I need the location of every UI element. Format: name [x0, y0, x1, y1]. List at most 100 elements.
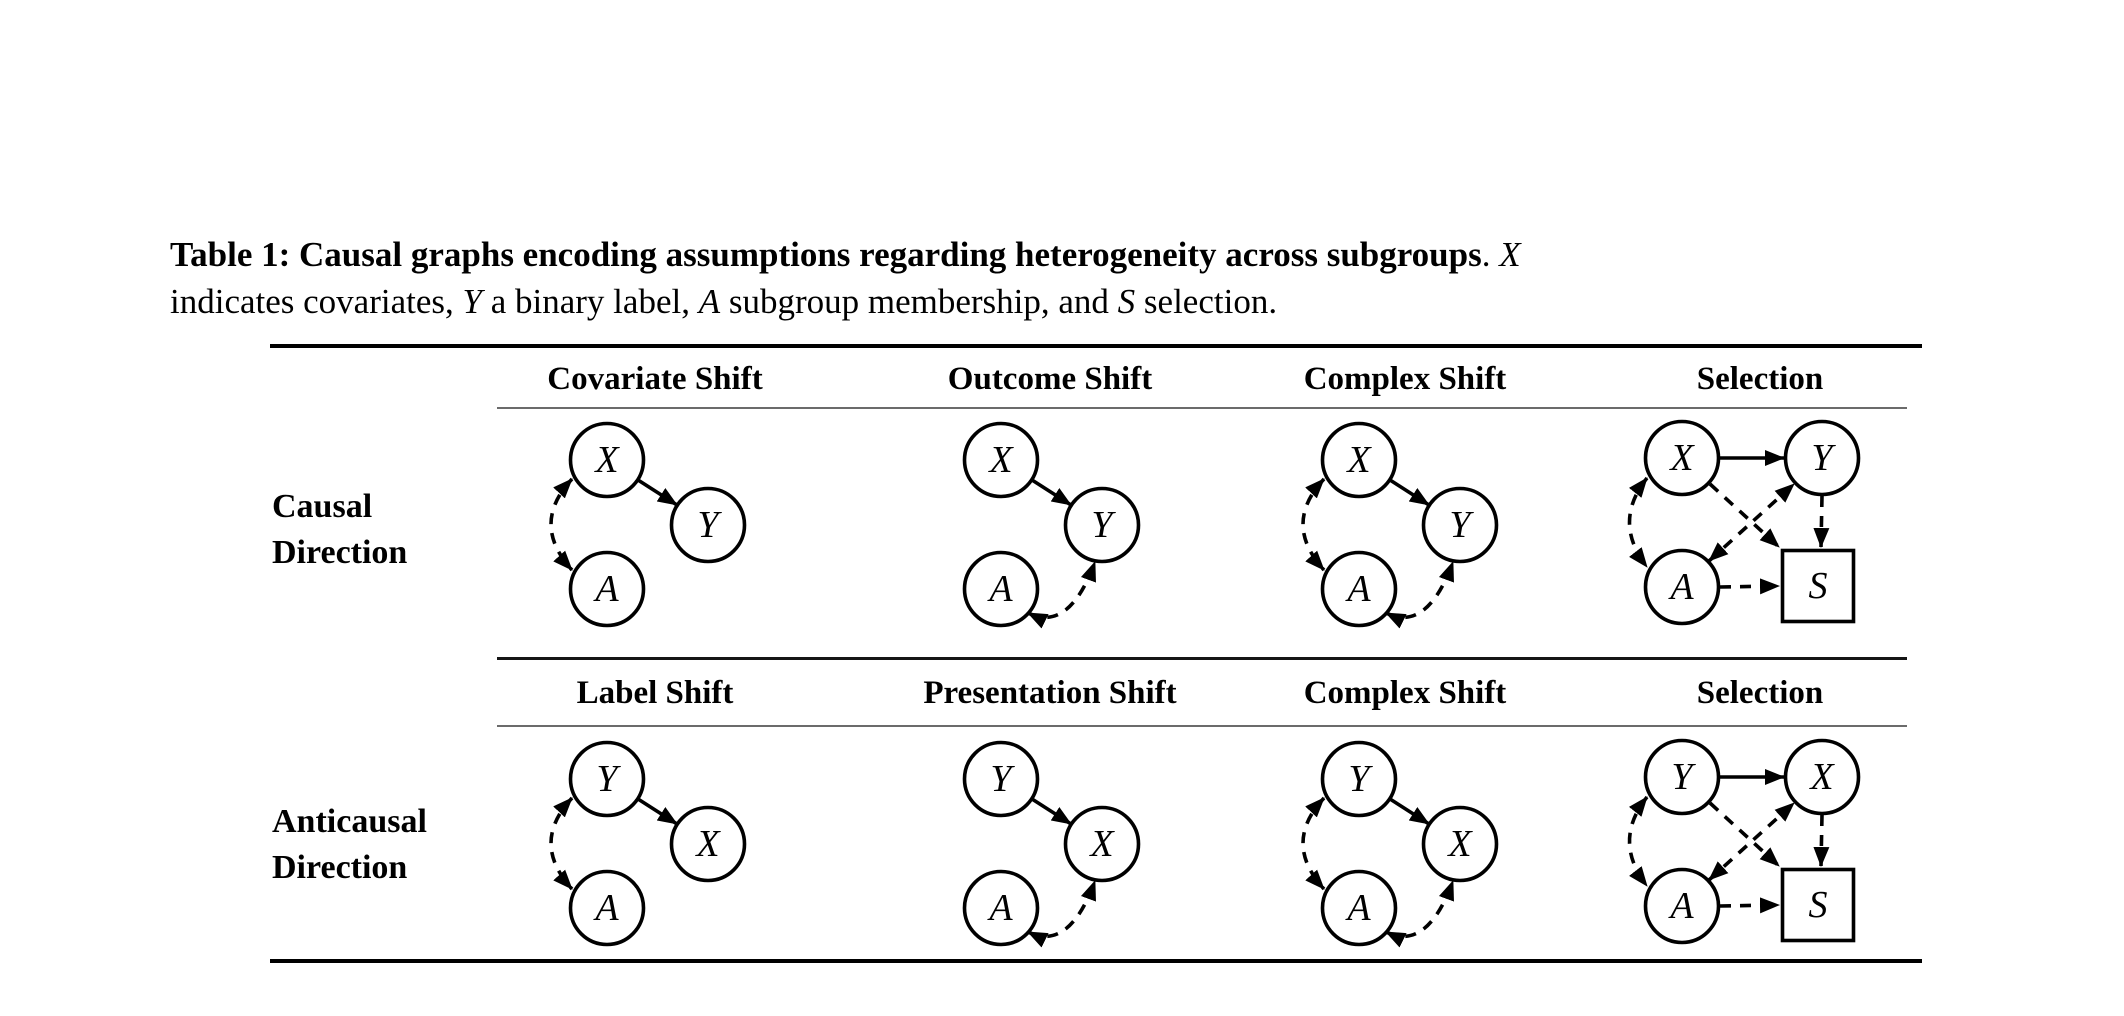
- graph-selection-anticausal: Y X A S: [1627, 738, 1861, 945]
- section-separator-rule: [497, 657, 1907, 660]
- graph-complex-shift-causal: X Y A: [1301, 421, 1499, 629]
- node-top-circle: [568, 421, 646, 499]
- column-header-selection-2: Selection: [1696, 675, 1824, 711]
- row-label-line: Direction: [272, 534, 408, 571]
- node-top-left-label: Y: [1671, 756, 1696, 798]
- node-s-label: S: [1809, 884, 1828, 926]
- node-bottom-left-circle: [1643, 548, 1721, 626]
- column-header-outcome-shift: Outcome Shift: [947, 361, 1153, 397]
- node-right-circle: [1421, 805, 1499, 883]
- header1-under-rule: [497, 407, 1907, 409]
- node-right-label: X: [1088, 823, 1115, 865]
- edge-top-right-solid: [1389, 797, 1430, 826]
- caption-text-1: indicates covariates,: [170, 282, 463, 321]
- node-top-circle: [568, 740, 646, 818]
- edge-bottom-right-dashed: [1027, 880, 1097, 948]
- node-bottom-label: A: [592, 887, 619, 929]
- node-top-circle: [1320, 421, 1398, 499]
- table-caption: Table 1: Causal graphs encoding assumpti…: [170, 231, 1975, 325]
- node-top-left-circle: [1643, 419, 1721, 497]
- edge-top-right-solid: [637, 478, 678, 507]
- edge-bottom-right-dashed: [1027, 561, 1097, 629]
- graph-complex-shift-anticausal: Y X A: [1301, 740, 1499, 948]
- graph-selection-causal: X Y A S: [1627, 419, 1861, 626]
- edge-top-right-solid: [1389, 478, 1430, 507]
- caption-var-a: A: [698, 282, 721, 321]
- edge-top-bottom-dashed: [549, 477, 574, 572]
- column-header-presentation-shift: Presentation Shift: [923, 675, 1177, 711]
- row-label-causal-direction: Causal Direction: [272, 484, 522, 576]
- node-bottom-circle: [962, 869, 1040, 947]
- caption-text-3: subgroup membership, and: [720, 282, 1118, 321]
- node-bottom-label: A: [592, 568, 619, 610]
- node-top-right-label: Y: [1811, 437, 1836, 479]
- node-bottom-left-label: A: [1667, 885, 1694, 927]
- node-top-left-label: X: [1668, 437, 1695, 479]
- edge-topleft-s-dashed: [1708, 801, 1781, 868]
- column-header-covariate-shift: Covariate Shift: [547, 361, 763, 397]
- table-bottom-rule: [270, 959, 1922, 963]
- node-right-circle: [669, 805, 747, 883]
- node-top-right-label: X: [1808, 756, 1835, 798]
- node-bottom-circle: [1320, 550, 1398, 628]
- node-right-label: Y: [697, 504, 722, 546]
- graph-outcome-shift: X Y A: [962, 421, 1141, 629]
- node-top-right-circle: [1783, 738, 1861, 816]
- edge-top-right-solid: [1031, 797, 1072, 826]
- node-bottom-circle: [568, 869, 646, 947]
- edge-topleft-s-dashed: [1708, 482, 1781, 549]
- edge-bottom-right-dashed: [1385, 880, 1455, 948]
- row-label-line: Anticausal: [272, 803, 427, 840]
- row-label-line: Causal: [272, 488, 373, 525]
- column-header-complex-shift-2: Complex Shift: [1303, 675, 1507, 711]
- node-right-circle: [669, 486, 747, 564]
- node-right-label: Y: [1449, 504, 1474, 546]
- edge-bottom-right-dashed: [1385, 561, 1455, 629]
- column-header-label-shift: Label Shift: [576, 675, 734, 711]
- node-right-circle: [1063, 486, 1141, 564]
- edge-topleft-bottomleft-dashed: [1627, 795, 1649, 888]
- node-top-right-circle: [1783, 419, 1861, 497]
- node-top-left-circle: [1643, 738, 1721, 816]
- caption-title: Table 1: Causal graphs encoding assumpti…: [170, 235, 1482, 274]
- node-top-label: Y: [990, 758, 1015, 800]
- edge-bottomleft-s-dashed: [1719, 578, 1780, 595]
- node-bottom-left-label: A: [1667, 566, 1694, 608]
- node-bottom-label: A: [986, 887, 1013, 929]
- caption-text-4: selection.: [1135, 282, 1278, 321]
- node-top-circle: [962, 740, 1040, 818]
- table-top-rule: [270, 344, 1922, 348]
- row-label-anticausal-direction: Anticausal Direction: [272, 799, 522, 891]
- caption-period: .: [1481, 235, 1500, 274]
- graph-covariate-shift: X Y A: [549, 421, 747, 628]
- node-top-label: X: [1345, 439, 1372, 481]
- node-top-label: Y: [1348, 758, 1373, 800]
- edge-top-bottom-dashed: [1301, 796, 1326, 891]
- node-right-circle: [1063, 805, 1141, 883]
- node-s-label: S: [1809, 565, 1828, 607]
- caption-var-x: X: [1499, 235, 1521, 274]
- node-s-square: [1780, 867, 1856, 943]
- node-right-label: X: [1446, 823, 1473, 865]
- edge-topright-s-dashed: [1813, 495, 1830, 548]
- node-right-label: X: [694, 823, 721, 865]
- edge-top-bottom-dashed: [1301, 477, 1326, 572]
- node-bottom-label: A: [986, 568, 1013, 610]
- node-top-circle: [1320, 740, 1398, 818]
- node-top-circle: [962, 421, 1040, 499]
- column-header-complex-shift-1: Complex Shift: [1303, 361, 1507, 397]
- node-bottom-circle: [962, 550, 1040, 628]
- node-bottom-circle: [568, 550, 646, 628]
- caption-var-s: S: [1117, 282, 1136, 321]
- edge-top-right-solid: [637, 797, 678, 826]
- node-right-circle: [1421, 486, 1499, 564]
- node-bottom-left-circle: [1643, 867, 1721, 945]
- graph-presentation-shift: Y X A: [962, 740, 1141, 948]
- node-bottom-circle: [1320, 869, 1398, 947]
- edge-top-right-solid: [1031, 478, 1072, 507]
- header2-under-rule: [497, 725, 1907, 727]
- node-s-square: [1780, 548, 1856, 624]
- edge-top-bottom-dashed: [549, 796, 574, 891]
- edge-topleft-bottomleft-dashed: [1627, 476, 1649, 569]
